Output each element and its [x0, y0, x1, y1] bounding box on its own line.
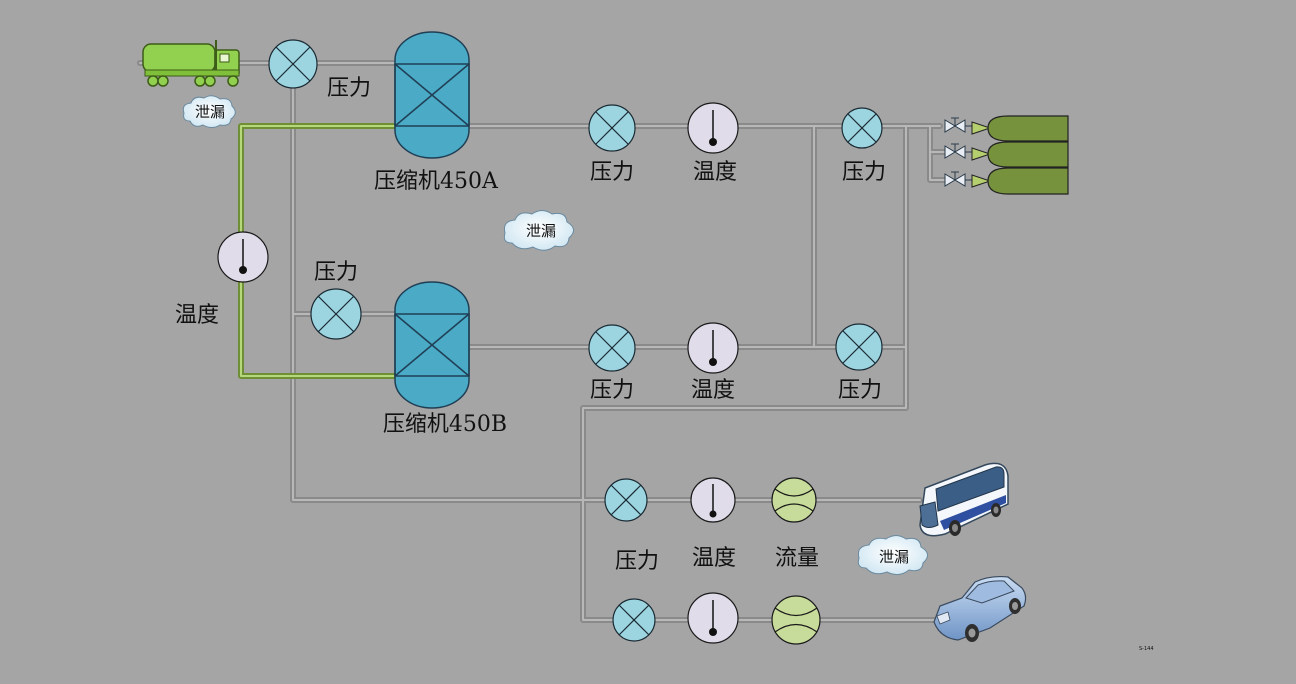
- leak-cloud-icon: [857, 535, 928, 576]
- pressure-label: 压力: [590, 160, 634, 185]
- gas-cylinder-tank[interactable]: [971, 141, 1069, 168]
- pressure-label: 压力: [842, 160, 886, 185]
- temperature-gauge[interactable]: [690, 477, 736, 523]
- compressor-450b[interactable]: [394, 281, 470, 409]
- gas-valve-icon[interactable]: [944, 171, 966, 187]
- storage-tanks: [944, 115, 1069, 195]
- pressure-label: 压力: [838, 378, 882, 403]
- compressor-450a-label: 压缩机450A: [374, 169, 499, 194]
- pressure-gauge[interactable]: [604, 478, 648, 522]
- temperature-label: 温度: [692, 546, 736, 571]
- leak-label: 泄漏: [879, 548, 909, 566]
- temperature-gauge[interactable]: [687, 592, 739, 644]
- drawing-number: S-144: [1139, 646, 1154, 652]
- leak-cloud-icon: [503, 210, 574, 251]
- temperature-gauge[interactable]: [687, 322, 739, 374]
- bus-icon: [919, 462, 1009, 537]
- tanker-truck-icon: [142, 40, 240, 87]
- pressure-label: 压力: [327, 76, 371, 101]
- pressure-gauge[interactable]: [588, 104, 636, 152]
- pressure-gauge[interactable]: [612, 598, 656, 642]
- temperature-gauge[interactable]: [687, 102, 739, 154]
- gas-valve-icon[interactable]: [944, 143, 966, 159]
- pressure-gauge[interactable]: [310, 288, 362, 340]
- temperature-gauge[interactable]: [217, 231, 269, 283]
- pressure-gauge[interactable]: [268, 39, 318, 89]
- leak-label: 泄漏: [526, 222, 556, 240]
- temperature-label: 温度: [691, 378, 735, 403]
- compressor-450a[interactable]: [394, 31, 470, 159]
- flow-meter[interactable]: [771, 477, 817, 523]
- compressor-450b-label: 压缩机450B: [383, 412, 507, 437]
- flow-meter[interactable]: [771, 595, 821, 645]
- temperature-label: 温度: [693, 160, 737, 185]
- pressure-gauge[interactable]: [841, 107, 883, 149]
- gray-pipes: [137, 60, 948, 623]
- pressure-label: 压力: [590, 378, 634, 403]
- pressure-gauge[interactable]: [835, 323, 883, 371]
- gas-cylinder-tank[interactable]: [971, 167, 1069, 195]
- leak-label: 泄漏: [195, 103, 225, 121]
- pressure-label: 压力: [314, 260, 358, 285]
- flow-label: 流量: [775, 546, 819, 571]
- pressure-label: 压力: [615, 549, 659, 574]
- car-icon: [933, 575, 1027, 642]
- leak-cloud-icon: [182, 95, 236, 128]
- gas-cylinder-tank[interactable]: [971, 115, 1069, 142]
- pressure-gauge[interactable]: [588, 324, 636, 372]
- temperature-label: 温度: [175, 303, 219, 328]
- gas-valve-icon[interactable]: [944, 117, 966, 133]
